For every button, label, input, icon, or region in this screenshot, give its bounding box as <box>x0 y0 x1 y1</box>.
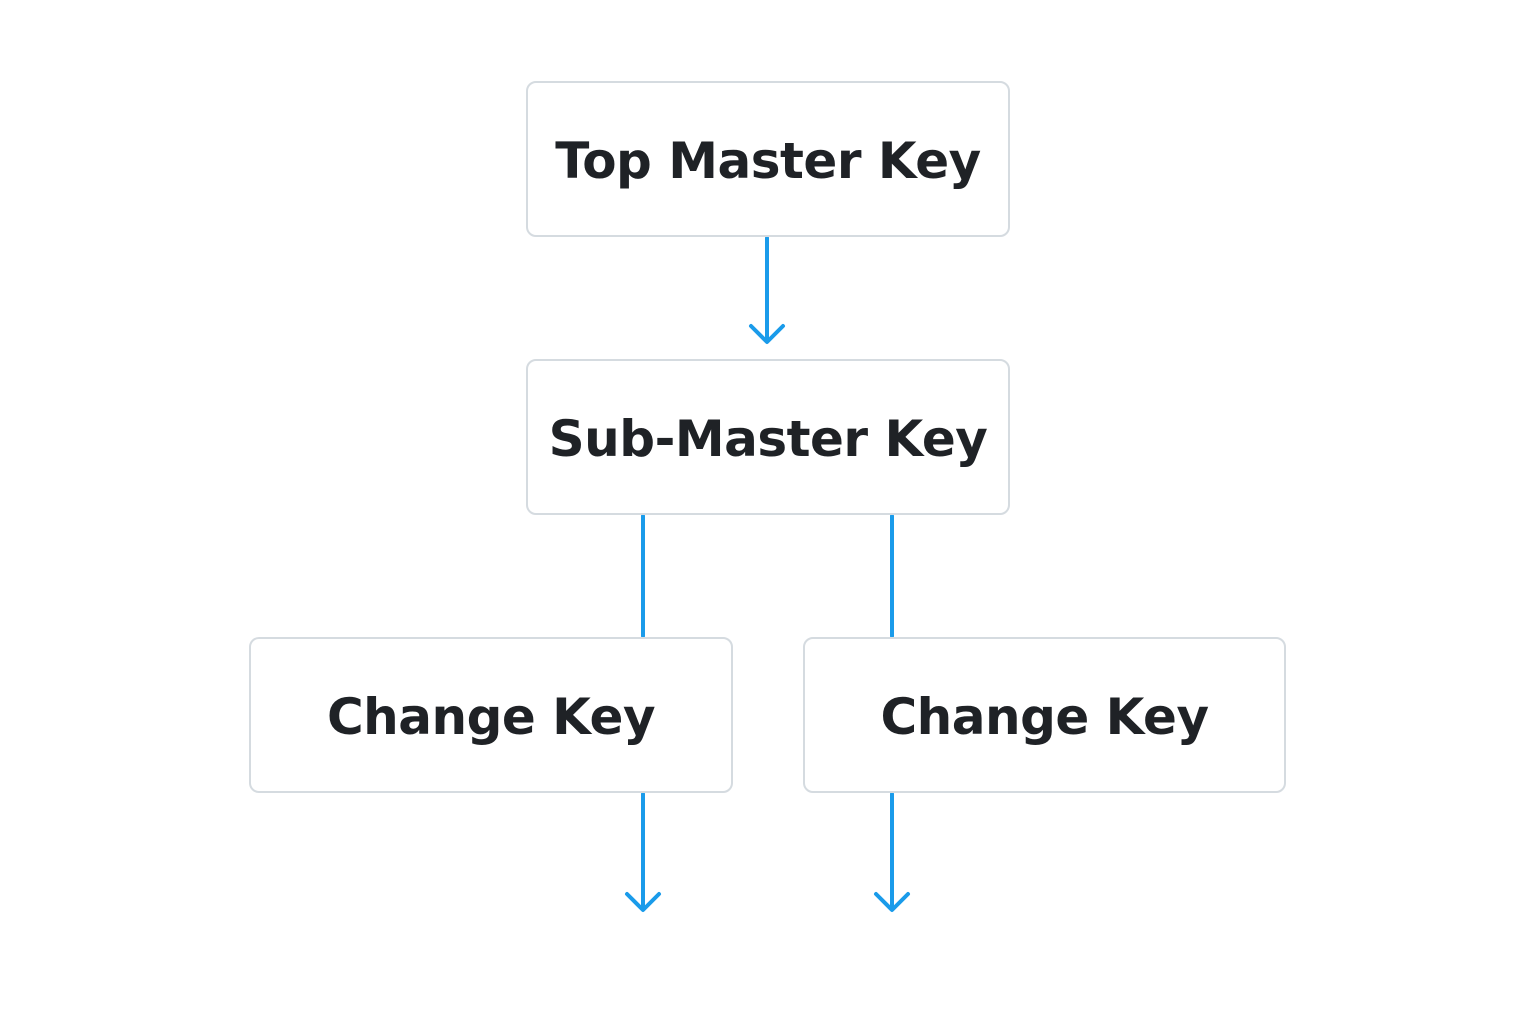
sub-master-key-node: Sub-Master Key <box>526 359 1010 515</box>
change-key-node-left: Change Key <box>249 637 733 793</box>
sub-master-key-label: Sub-Master Key <box>548 410 988 468</box>
arrow-right-change-key-down <box>874 792 910 912</box>
change-key-node-right: Change Key <box>803 637 1286 793</box>
change-key-label-right: Change Key <box>880 688 1209 746</box>
arrow-top-to-sub <box>749 236 785 344</box>
top-master-key-label: Top Master Key <box>555 132 981 190</box>
top-master-key-node: Top Master Key <box>526 81 1010 237</box>
arrow-left-change-key-down <box>625 792 661 912</box>
change-key-label-left: Change Key <box>326 688 656 746</box>
